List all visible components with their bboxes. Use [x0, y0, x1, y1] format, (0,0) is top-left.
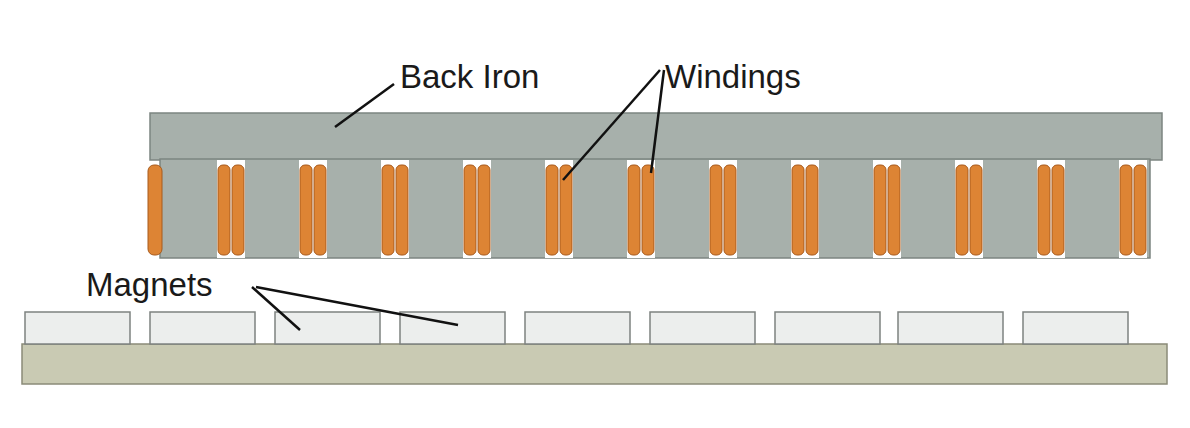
slot: [463, 160, 491, 258]
slot: [955, 160, 983, 258]
winding-coil: [560, 165, 572, 255]
winding-coil: [642, 165, 654, 255]
slot: [1037, 160, 1065, 258]
winding-coil: [888, 165, 900, 255]
winding-coil: [628, 165, 640, 255]
winding-coil: [1052, 165, 1064, 255]
base-plate: [22, 344, 1167, 384]
part-label: Windings: [665, 58, 801, 96]
winding-coil: [956, 165, 968, 255]
winding-coil: [792, 165, 804, 255]
winding-coil: [218, 165, 230, 255]
winding-slots: [217, 160, 1147, 258]
slot: [381, 160, 409, 258]
winding-coil: [1134, 165, 1146, 255]
winding-coil: [300, 165, 312, 255]
slot: [627, 160, 655, 258]
slot: [1119, 160, 1147, 258]
winding-coil: [874, 165, 886, 255]
winding-coil: [724, 165, 736, 255]
part-label: Magnets: [86, 266, 213, 304]
winding-coil: [232, 165, 244, 255]
winding-coil: [1120, 165, 1132, 255]
slot: [791, 160, 819, 258]
winding-coil: [382, 165, 394, 255]
leader-lines: [252, 70, 664, 330]
slot: [873, 160, 901, 258]
slot: [217, 160, 245, 258]
winding-coil: [710, 165, 722, 255]
winding-coil: [970, 165, 982, 255]
winding-coil: [546, 165, 558, 255]
winding-coil: [806, 165, 818, 255]
winding-coil: [396, 165, 408, 255]
winding-coil: [478, 165, 490, 255]
magnet-row: [25, 312, 1128, 344]
winding-coil: [148, 165, 162, 255]
slot: [299, 160, 327, 258]
slot: [709, 160, 737, 258]
stator-teeth: [160, 159, 1150, 258]
winding-coil: [314, 165, 326, 255]
part-label: Back Iron: [400, 58, 539, 96]
winding-coil: [1038, 165, 1050, 255]
winding-coil: [464, 165, 476, 255]
